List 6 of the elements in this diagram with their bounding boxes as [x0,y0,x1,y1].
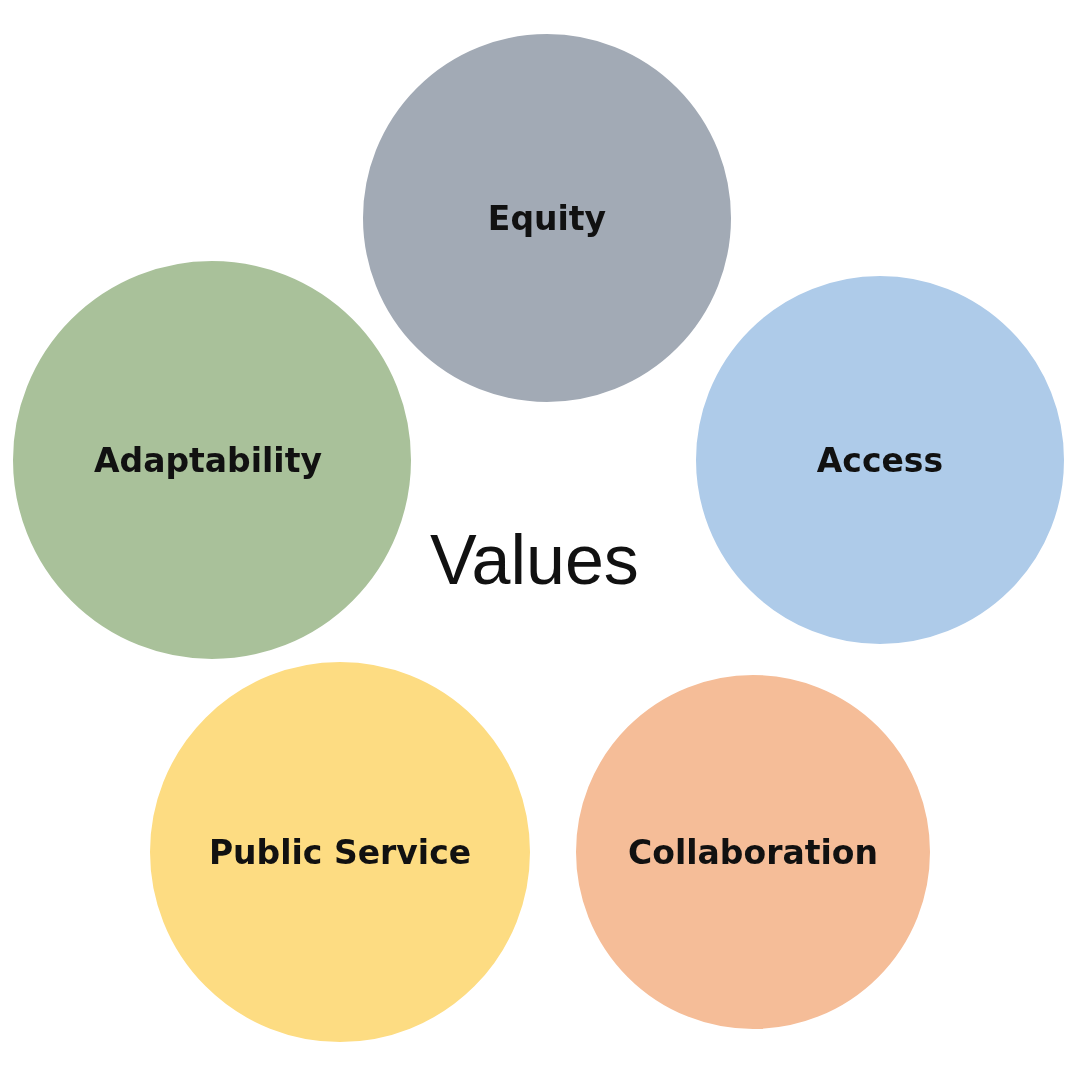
value-label: Access [816,440,944,480]
value-label: Equity [487,198,607,238]
value-label: Adaptability [94,440,322,480]
value-label: Public Service [208,832,472,872]
value-label: Collaboration [628,832,878,872]
center-heading: Values [430,520,639,600]
